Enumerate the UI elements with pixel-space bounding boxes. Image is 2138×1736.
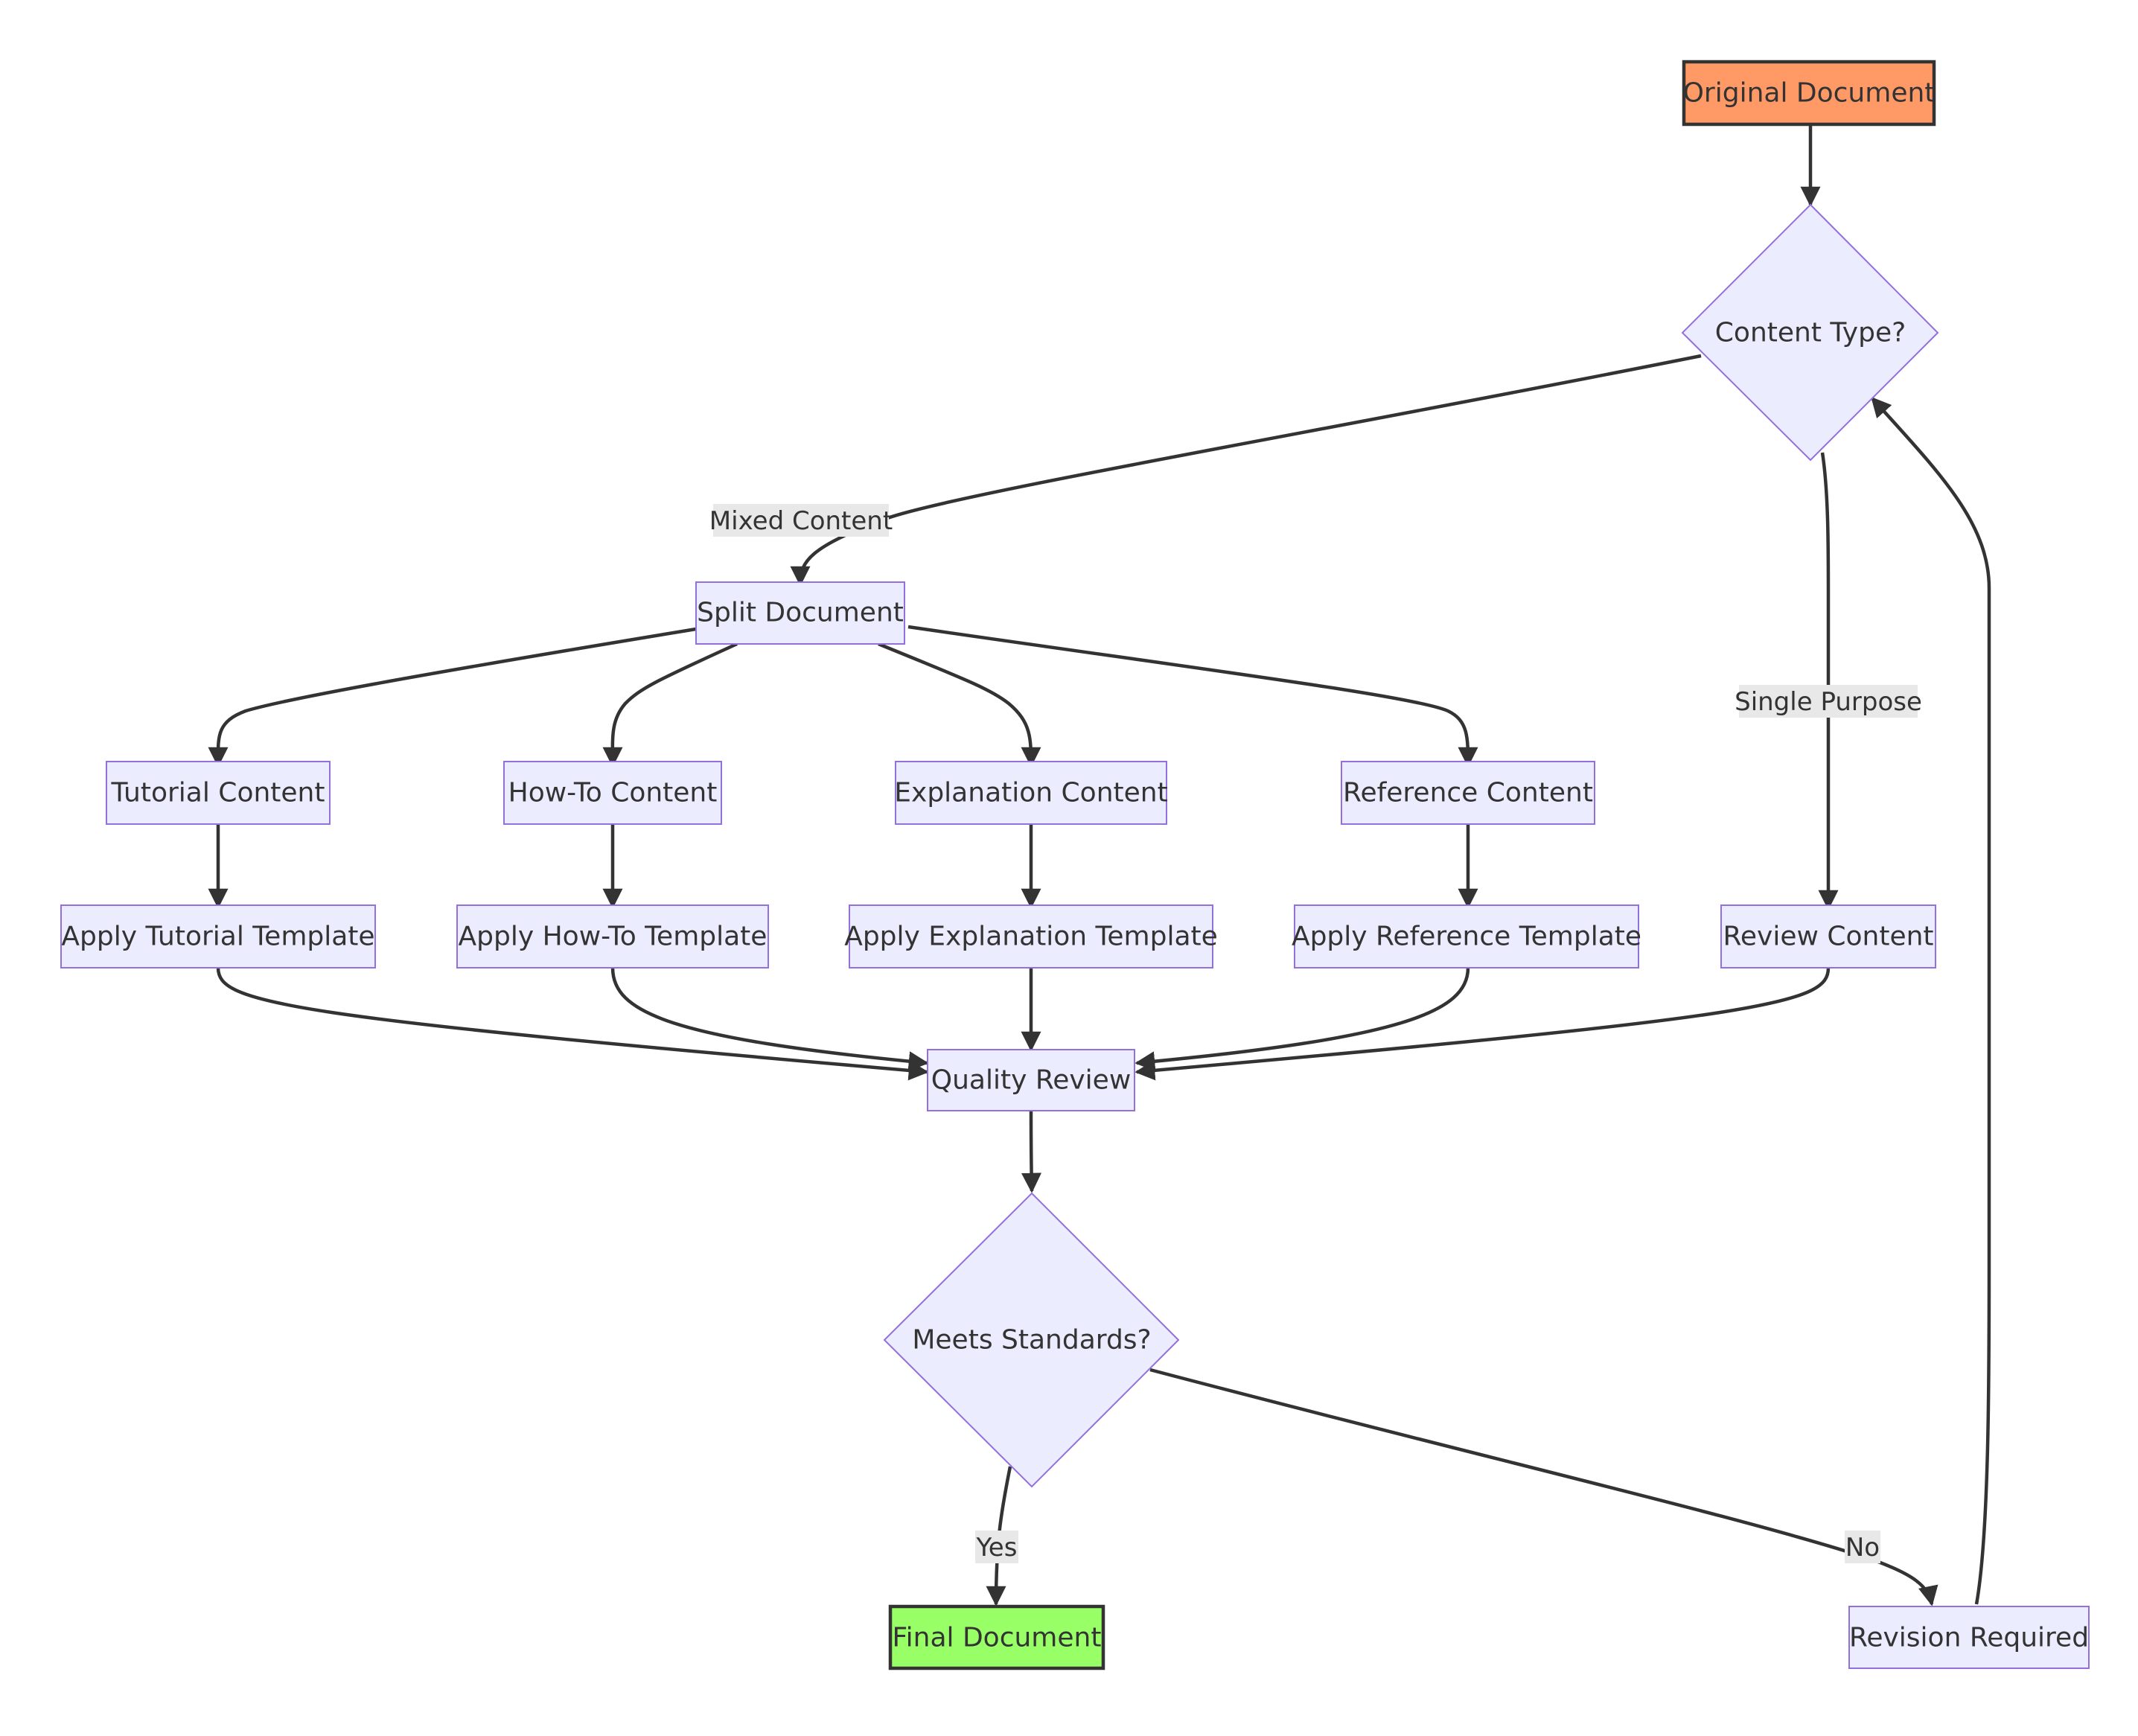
node-apply-tutorial-template[interactable]: Apply Tutorial Template xyxy=(60,904,376,968)
edge-label-mixed-content: Mixed Content xyxy=(709,504,893,537)
node-tutorial-content[interactable]: Tutorial Content xyxy=(106,761,331,825)
edge-label-no: No xyxy=(1845,1531,1880,1563)
edge-label-text: No xyxy=(1845,1533,1880,1563)
node-label: Meets Standards? xyxy=(912,1325,1151,1356)
node-label: Review Content xyxy=(1723,922,1933,952)
edge-review-content-to-quality xyxy=(1135,967,1831,1081)
node-label: Tutorial Content xyxy=(111,778,325,808)
edge-apply-reference-to-quality xyxy=(1135,967,1470,1072)
edge-label-text: Single Purpose xyxy=(1735,687,1922,717)
edge-split-to-howto xyxy=(602,642,738,768)
edge-split-to-reference xyxy=(907,625,1478,768)
edge-split-to-explanation xyxy=(878,642,1041,768)
edge-label-single-purpose: Single Purpose xyxy=(1735,685,1922,718)
edge-apply-tutorial-to-quality xyxy=(216,967,929,1081)
node-label: Original Document xyxy=(1683,78,1936,109)
node-quality-review[interactable]: Quality Review xyxy=(927,1049,1135,1111)
edge-label-yes: Yes xyxy=(975,1531,1018,1563)
node-meets-standards-decision[interactable]: Meets Standards? xyxy=(883,1192,1180,1488)
node-apply-howto-template[interactable]: Apply How-To Template xyxy=(456,904,769,968)
edge-revision-to-content-type xyxy=(1871,396,1991,1605)
node-explanation-content[interactable]: Explanation Content xyxy=(894,761,1168,825)
node-label: Quality Review xyxy=(931,1065,1132,1096)
node-original-document[interactable]: Original Document xyxy=(1682,60,1936,127)
node-apply-explanation-template[interactable]: Apply Explanation Template xyxy=(844,904,1218,968)
node-split-document[interactable]: Split Document xyxy=(695,581,905,645)
edges xyxy=(208,125,1991,1606)
node-apply-reference-template[interactable]: Apply Reference Template xyxy=(1292,904,1641,968)
edge-meets-standards-to-revision xyxy=(1149,1368,1938,1606)
node-label: Split Document xyxy=(697,598,904,628)
node-final-document[interactable]: Final Document xyxy=(888,1604,1105,1670)
edge-label-text: Mixed Content xyxy=(709,506,893,536)
node-label: Apply Tutorial Template xyxy=(61,922,374,952)
edge-apply-howto-to-quality xyxy=(610,967,929,1072)
edge-content-type-to-review-content xyxy=(1818,452,1839,910)
node-label: Apply How-To Template xyxy=(459,922,768,952)
node-label: Content Type? xyxy=(1715,318,1906,348)
node-label: How-To Content xyxy=(508,778,718,808)
node-label: Apply Reference Template xyxy=(1292,922,1641,952)
node-label: Apply Explanation Template xyxy=(844,922,1218,952)
node-reference-content[interactable]: Reference Content xyxy=(1341,761,1595,825)
edge-quality-to-meets-standards xyxy=(1021,1110,1042,1193)
node-label: Revision Required xyxy=(1849,1623,2089,1653)
edge-label-text: Yes xyxy=(976,1533,1018,1563)
node-review-content[interactable]: Review Content xyxy=(1720,904,1936,968)
node-label: Reference Content xyxy=(1343,778,1593,808)
node-howto-content[interactable]: How-To Content xyxy=(503,761,722,825)
node-label: Explanation Content xyxy=(894,778,1167,808)
node-content-type-decision[interactable]: Content Type? xyxy=(1681,203,1939,462)
edge-content-type-to-split xyxy=(790,354,1702,587)
edge-meets-standards-to-final xyxy=(986,1466,1012,1606)
node-label: Final Document xyxy=(893,1623,1102,1653)
node-revision-required[interactable]: Revision Required xyxy=(1848,1606,2090,1669)
edge-split-to-tutorial xyxy=(208,627,697,768)
